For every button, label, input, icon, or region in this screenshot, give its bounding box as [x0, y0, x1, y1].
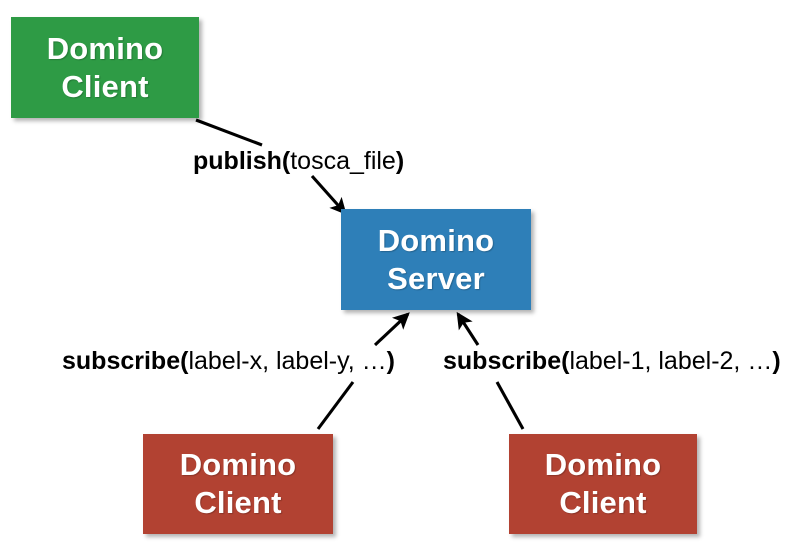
node-label-line2: Client: [194, 485, 282, 520]
node-label-line2: Client: [61, 68, 149, 104]
edge-label-call: subscribe(: [443, 347, 570, 375]
node-label-line1: Domino: [179, 447, 297, 482]
edge-label-call: publish(: [193, 147, 291, 175]
node-label-line2: Client: [559, 485, 647, 520]
edge-label-args: label-x, label-y, …: [188, 347, 387, 375]
edge-label-args: label-1, label-2, …: [569, 347, 773, 375]
node-domino-client-subscriber-right[interactable]: Domino Client: [509, 434, 697, 534]
edge-label-args: tosca_file: [290, 147, 396, 175]
node-domino-client-publisher[interactable]: Domino Client: [11, 17, 199, 118]
node-label-line2: Server: [387, 260, 485, 296]
node-label-line1: Domino: [377, 222, 495, 258]
node-domino-server[interactable]: Domino Server: [341, 209, 531, 310]
node-label-line1: Domino: [544, 447, 662, 482]
edge-label-close: ): [395, 147, 405, 175]
edge-label-close: ): [772, 347, 781, 375]
edge-label-subscribe-right: subscribe(label-1, label-2, …): [443, 347, 781, 375]
edge-label-close: ): [386, 347, 395, 375]
edge-label-publish: publish(tosca_file): [193, 147, 404, 175]
edge-label-call: subscribe(: [62, 347, 189, 375]
node-domino-client-subscriber-left[interactable]: Domino Client: [143, 434, 333, 534]
node-label-line1: Domino: [46, 30, 164, 66]
edge-label-subscribe-left: subscribe(label-x, label-y, …): [62, 347, 395, 375]
